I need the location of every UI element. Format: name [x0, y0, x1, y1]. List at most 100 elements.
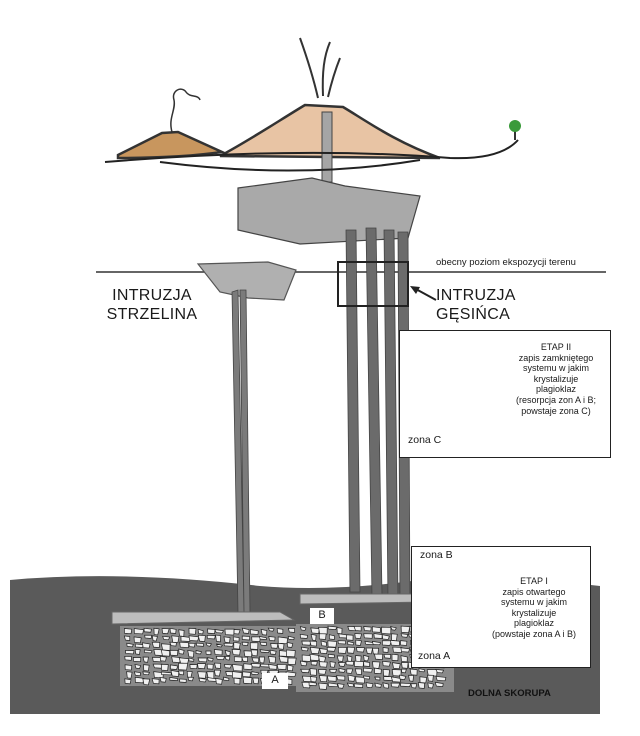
rubble-block — [267, 627, 275, 632]
rubble-block — [231, 671, 243, 679]
rubble-block — [250, 649, 258, 657]
rubble-block — [151, 635, 158, 642]
rubble-block — [391, 653, 399, 662]
rubble-block — [171, 656, 181, 663]
rubble-block — [252, 677, 260, 685]
rubble-block — [382, 668, 390, 677]
rubble-block — [133, 636, 142, 644]
stage1-line: plagioklaz — [513, 618, 555, 629]
rubble-block — [363, 667, 373, 673]
rubble-block — [389, 626, 397, 631]
rubble-block — [187, 676, 195, 682]
rubble-block — [258, 656, 266, 664]
rubble-block — [337, 646, 348, 654]
rubble-block — [269, 649, 277, 655]
rubble-block — [337, 683, 345, 689]
rubble-block — [195, 642, 204, 647]
rubble-block — [345, 660, 355, 666]
rubble-block — [188, 642, 196, 648]
rubble-block — [329, 661, 336, 668]
rubble-block — [250, 663, 261, 668]
rubble-block — [374, 667, 382, 675]
rubble-block — [337, 662, 346, 667]
stage2-title: ETAP II — [540, 342, 572, 352]
rubble-block — [123, 628, 133, 635]
rubble-block — [299, 626, 307, 631]
rubble-block — [144, 634, 152, 639]
stage2-line: plagioklaz — [535, 384, 577, 395]
rubble-block — [329, 634, 335, 640]
rubble-block — [160, 663, 169, 671]
rubble-block — [327, 625, 338, 630]
rubble-block — [355, 639, 362, 646]
rubble-block — [259, 641, 268, 647]
stage2-line: zapis zamkniętego — [518, 352, 594, 363]
rubble-block — [287, 657, 297, 666]
rubble-block — [381, 640, 392, 646]
rubble-block — [169, 641, 177, 647]
rubble-block — [160, 649, 171, 657]
strzelin-dikes — [231, 289, 251, 613]
rubble-block — [188, 627, 197, 635]
rubble-block — [231, 648, 241, 656]
rubble-block — [301, 654, 312, 662]
rubble-block — [408, 674, 415, 682]
rubble-block — [354, 660, 365, 668]
rubble-block — [242, 676, 253, 685]
zone-tag-a: A — [262, 673, 288, 689]
rubble-block — [134, 663, 142, 669]
rubble-block — [223, 636, 231, 644]
rubble-block — [251, 671, 260, 676]
rubble-block — [223, 676, 230, 681]
rubble-block — [310, 627, 320, 634]
gesiniec-line2: GĘSIŃCA — [436, 306, 511, 323]
zone-tag-b: B — [310, 608, 334, 624]
rubble-block — [286, 642, 294, 648]
big-volcano-conduit — [321, 111, 333, 183]
rubble-block — [276, 663, 287, 670]
rubble-block — [398, 674, 407, 681]
strzelin-line2: STRZELINA — [106, 306, 198, 323]
rubble-block — [365, 647, 374, 655]
rubble-block — [142, 671, 151, 676]
rubble-block — [354, 633, 363, 639]
rubble-block — [400, 647, 411, 653]
rubble-block — [371, 626, 381, 633]
rubble-block — [206, 663, 214, 670]
rubble-block — [427, 674, 434, 682]
rubble-block — [287, 635, 295, 641]
ground-surface — [104, 139, 519, 172]
rubble-block — [372, 647, 380, 655]
rubble-block — [159, 676, 167, 683]
rubble-block — [124, 664, 133, 671]
rubble-block — [152, 663, 163, 669]
rubble-block — [188, 657, 195, 662]
exposure-level-label: obecny poziom ekspozycji terenu — [436, 257, 576, 268]
rubble-block — [169, 676, 179, 682]
gesiniec-line1: INTRUZJA — [436, 287, 516, 304]
rubble-block — [363, 654, 370, 662]
rubble-block — [364, 640, 374, 646]
rubble-block — [197, 671, 207, 679]
rubble-block — [363, 626, 372, 632]
rubble-block — [327, 640, 338, 648]
rubble-block — [251, 657, 260, 663]
rubble-block — [259, 649, 271, 653]
rubble-block — [353, 683, 364, 688]
rubble-block — [301, 681, 311, 689]
rubble-block — [277, 636, 288, 645]
rubble-block — [198, 677, 207, 683]
magma-chamber — [237, 177, 421, 245]
rubble-block — [337, 640, 347, 645]
rubble-block — [346, 668, 354, 674]
rubble-block — [309, 668, 317, 676]
rubble-block — [171, 635, 180, 644]
rubble-block — [143, 649, 153, 654]
rubble-block — [400, 668, 407, 674]
rubble-block — [232, 636, 240, 642]
rubble-block — [151, 641, 161, 648]
rubble-block — [319, 648, 328, 654]
rubble-block — [233, 629, 241, 635]
rubble-block — [142, 656, 149, 663]
rubble-block — [215, 643, 223, 648]
